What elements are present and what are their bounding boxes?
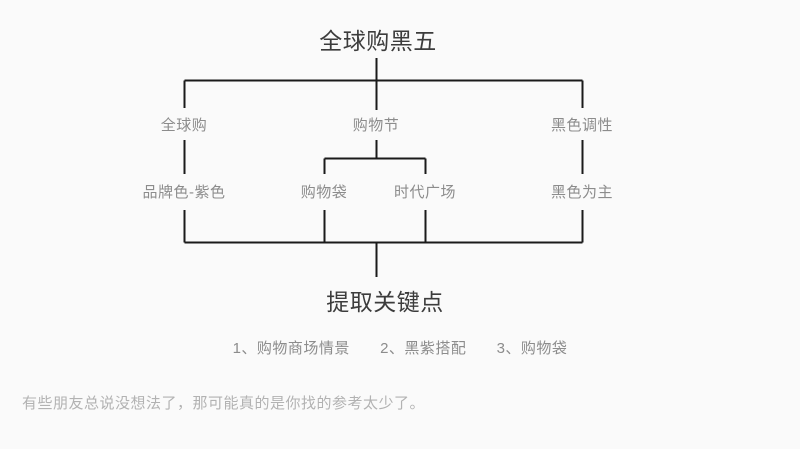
root-node-title: 全球购黑五 [319,28,437,54]
node-level2-quanqiugou: 全球购 [160,117,208,134]
node-level3-gouwudai: 购物袋 [300,184,348,201]
keypoint-list: 1、购物商场情景 2、黑紫搭配 3、购物袋 [0,341,800,356]
keypoint-item-2: 2、黑紫搭配 [380,340,467,357]
footer-note: 有些朋友总说没想法了，那可能真的是你找的参考太少了。 [22,395,426,412]
node-level3-pinpaise-zise: 品牌色-紫色 [142,184,226,201]
keypoint-item-1: 1、购物商场情景 [232,340,350,357]
node-level3-shidaiguangchang: 时代广场 [393,184,457,201]
node-level2-heisediaoxing: 黑色调性 [550,117,614,134]
node-level3-heisaweizhu: 黑色为主 [550,184,614,201]
keypoint-item-3: 3、购物袋 [496,340,568,357]
summary-title: 提取关键点 [326,289,444,315]
node-level2-gouwujie: 购物节 [352,117,400,134]
